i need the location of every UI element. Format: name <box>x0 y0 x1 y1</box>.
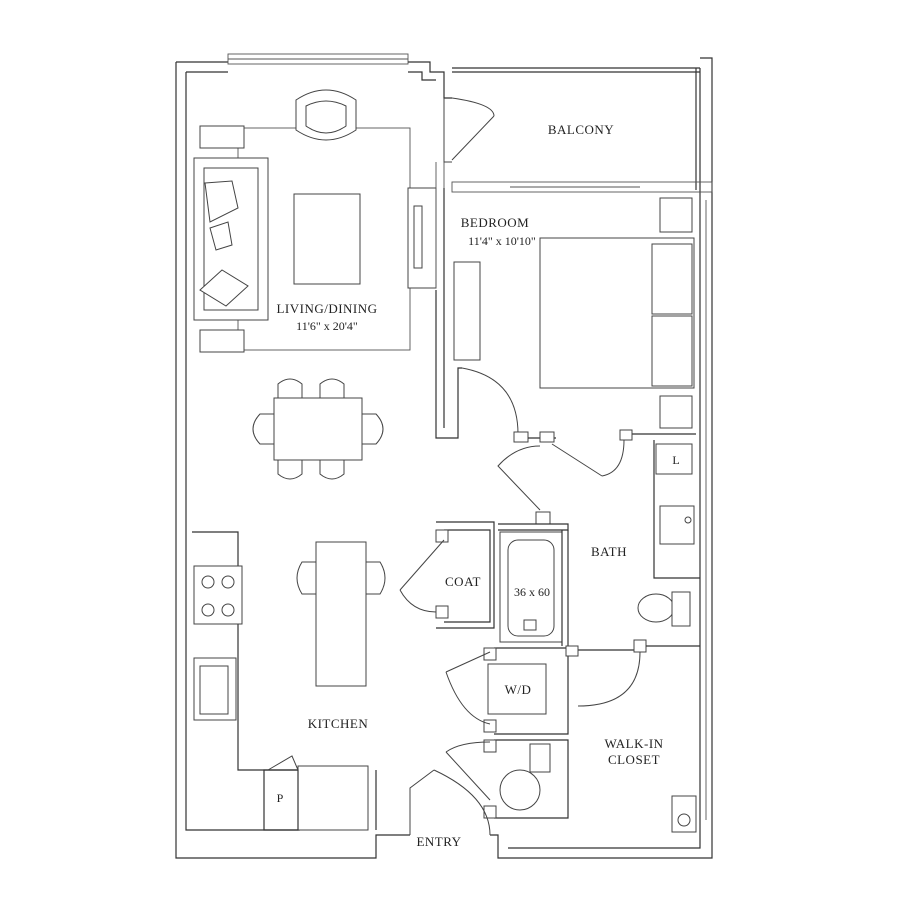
pantry <box>263 769 299 831</box>
sink <box>659 505 695 545</box>
pillow <box>204 180 239 223</box>
chair <box>277 459 303 480</box>
washer-dryer <box>487 663 547 715</box>
pillow <box>199 269 249 307</box>
bath <box>497 439 700 646</box>
bedroom-dimensions: 11'4" x 10'10" <box>468 234 536 248</box>
chair <box>277 378 303 399</box>
bedroom-label: BEDROOM <box>461 215 530 230</box>
entry <box>409 769 491 836</box>
laundry <box>445 647 569 735</box>
mechanical <box>445 739 569 819</box>
living-label: LIVING/DINING <box>276 301 377 316</box>
pillow <box>651 243 693 315</box>
living-dimensions: 11'6" x 20'4" <box>296 319 358 333</box>
exterior-walls <box>175 53 713 859</box>
toilet <box>637 593 675 623</box>
linen-closet <box>655 443 693 475</box>
nightstand <box>659 197 693 233</box>
walkin-label-line1: WALK-IN <box>604 736 663 751</box>
refrigerator <box>297 765 369 831</box>
chair <box>319 459 345 480</box>
bedroom <box>435 188 696 443</box>
dresser <box>453 261 481 361</box>
bath-door[interactable] <box>551 443 603 477</box>
dining-set <box>252 378 384 480</box>
stool <box>365 561 386 595</box>
entry-door[interactable] <box>409 769 435 835</box>
balcony-door[interactable] <box>451 115 495 161</box>
walkin-label-line2: CLOSET <box>608 752 660 767</box>
entry-label: ENTRY <box>416 834 461 849</box>
mech-door[interactable] <box>445 751 491 801</box>
cooktop <box>193 565 243 625</box>
bedroom-slider <box>451 181 713 193</box>
coffee-table <box>293 193 361 285</box>
stool <box>296 561 317 595</box>
linen-label: L <box>672 453 679 467</box>
pillow <box>651 315 693 387</box>
chair <box>361 413 384 445</box>
pantry-label: P <box>277 791 284 805</box>
bath-door-2[interactable] <box>497 445 541 511</box>
chair <box>252 413 275 445</box>
kitchen <box>192 531 386 831</box>
walk-in-closet <box>565 639 700 833</box>
living-room <box>193 89 495 353</box>
tub-label: 36 x 60 <box>514 585 550 599</box>
wd-label: W/D <box>505 682 532 697</box>
dining-table <box>273 397 363 461</box>
coat-closet <box>399 521 495 629</box>
water-heater <box>499 769 541 811</box>
nightstand <box>659 395 693 429</box>
bath-label: BATH <box>591 544 627 559</box>
chair <box>319 378 345 399</box>
end-table <box>199 329 245 353</box>
coat-door[interactable] <box>399 539 445 591</box>
closet-door[interactable] <box>577 651 641 707</box>
end-table <box>199 125 245 149</box>
kitchen-island <box>315 541 367 687</box>
kitchen-label: KITCHEN <box>308 716 369 731</box>
pillow <box>209 221 233 251</box>
wd-door[interactable] <box>445 651 491 673</box>
coat-label: COAT <box>445 574 481 589</box>
balcony-door-frame <box>443 98 452 163</box>
balcony-label: BALCONY <box>548 122 614 137</box>
bedroom-door-swing <box>461 367 519 435</box>
